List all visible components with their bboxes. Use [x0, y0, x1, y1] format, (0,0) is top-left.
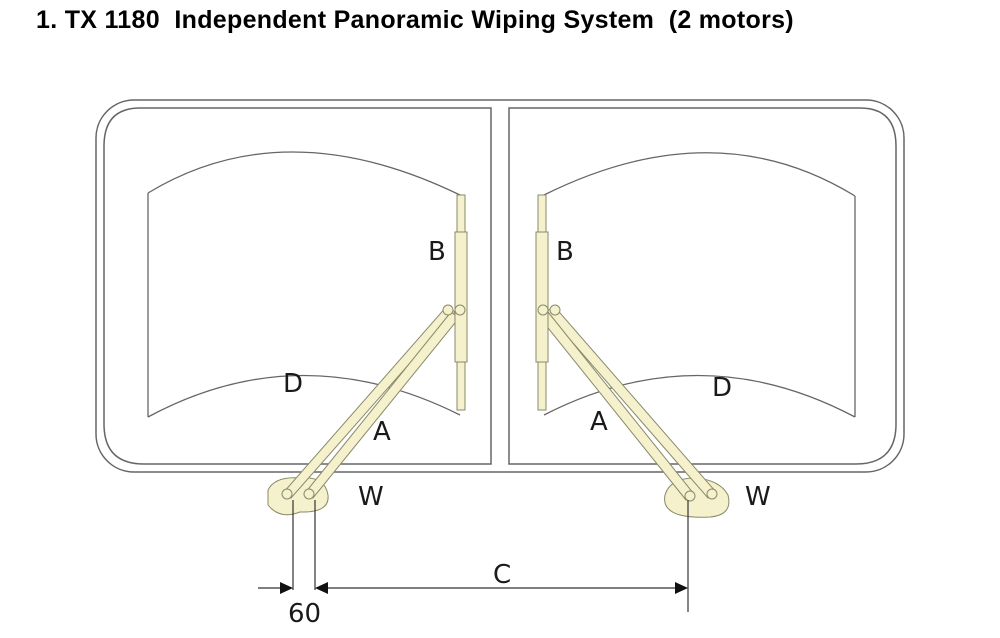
center-distance-label: C — [493, 560, 511, 590]
left-arm-label: A — [373, 417, 391, 447]
left-arm-inner — [304, 311, 460, 499]
window-frame — [95, 99, 905, 473]
right-wiper-assembly — [535, 194, 730, 518]
left-blade-label: B — [428, 237, 446, 267]
right-wiped-area-label: D — [712, 373, 732, 403]
dimensions — [258, 500, 689, 612]
right-arm-label: A — [590, 407, 608, 437]
left-wiper-assembly — [267, 194, 468, 516]
left-wiped-area-label: D — [283, 369, 303, 399]
diagram-title: 1. TX 1180 Independent Panoramic Wiping … — [36, 6, 794, 34]
left-wiped-area — [147, 151, 461, 418]
right-motor-label: W — [745, 482, 771, 512]
pivot-offset-label: 60 — [288, 599, 321, 629]
left-motor-label: W — [358, 482, 384, 512]
right-wiped-area — [543, 152, 856, 418]
right-blade-label: B — [556, 237, 574, 267]
left-arm-outer — [282, 305, 456, 499]
